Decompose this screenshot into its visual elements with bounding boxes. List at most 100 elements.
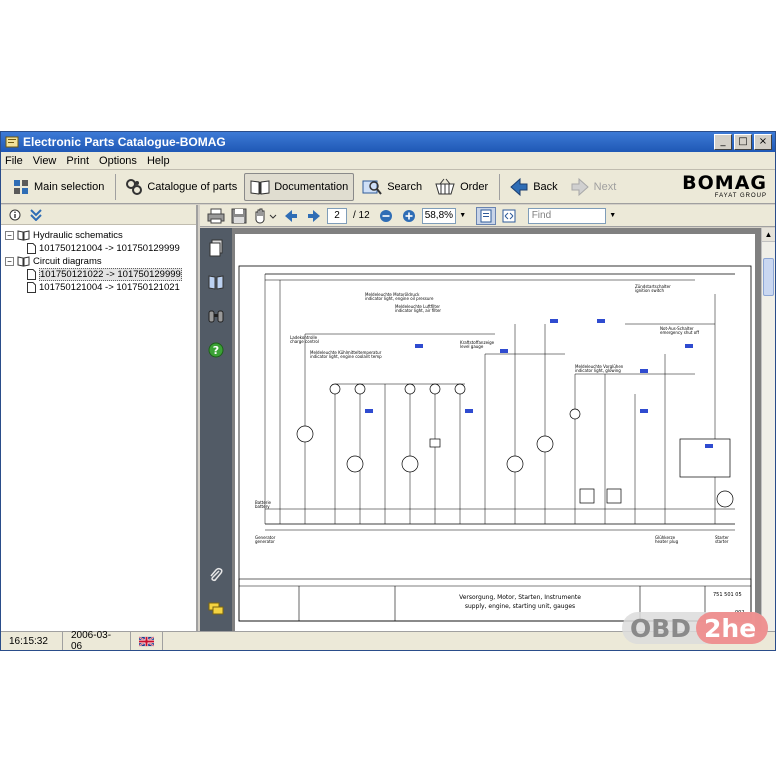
page-number-input[interactable]: 2 [327,207,347,224]
bookmarks-panel-button[interactable] [206,272,226,292]
zoom-in-button[interactable] [399,207,419,225]
help-icon: ? [208,342,224,358]
diagram-label: generator [255,539,275,544]
toolbar-separator [499,173,501,200]
find-input[interactable]: Find [527,207,606,224]
zoom-out-icon [379,209,392,222]
document-viewer: 2 / 12 58,8% ▼ Find ▼ [200,205,775,631]
menu-view[interactable]: View [32,154,57,167]
diagram-label: Meldeleuchte Motoröldruck [365,292,420,297]
menu-print[interactable]: Print [66,154,90,167]
next-label: Next [593,180,617,193]
next-button[interactable]: Next [565,173,622,201]
catalogue-button[interactable]: Catalogue of parts [120,173,242,201]
document-canvas[interactable]: Meldeleuchte Motoröldruck indicator ligh… [232,228,761,631]
tree-item-label: 101750121022 -> 101750129999 [39,268,182,281]
main-selection-button[interactable]: Main selection [7,173,109,201]
order-label: Order [460,180,489,193]
language-flag[interactable] [131,632,163,650]
tree-item-label: 101750121004 -> 101750121021 [39,282,180,293]
fit-width-button[interactable] [499,207,519,225]
app-icon [5,136,19,148]
arrow-left-icon [510,177,528,196]
fit-width-icon [502,209,516,222]
tree-item-hydraulic-1[interactable]: 101750121004 -> 101750129999 [5,242,192,255]
menu-file[interactable]: File [5,154,23,167]
watermark-text-a: OBD [630,614,691,643]
expand-all-icon[interactable] [29,208,43,221]
diagram-label: Not-Aus-Schalter [660,326,694,331]
brand-sub: FAYAT GROUP [714,193,767,199]
print-button[interactable] [206,207,226,225]
find-dropdown-icon[interactable]: ▼ [609,211,617,219]
document-tree: − Hydraulic schematics 101750121004 -> 1… [1,225,196,298]
diagram-label: Zündstartschalter [635,284,671,289]
diagram-label: indicator light, glowing [575,368,621,373]
info-icon[interactable] [9,209,21,221]
arrow-right-icon [308,209,320,222]
zoom-dropdown-icon[interactable]: ▼ [459,211,467,219]
tree-group-circuit[interactable]: − Circuit diagrams [5,255,192,268]
diagram-label: heater plug [655,539,679,544]
navigation-toolbar [1,205,196,225]
diagram-label: indicator light, air filter [395,308,441,313]
diagram-label: indicator light, engine oil pressure [365,296,434,301]
diagram-label: indicator light, engine coolant temp [310,354,382,359]
save-button[interactable] [229,207,249,225]
help-panel-button[interactable]: ? [206,340,226,360]
collapse-icon[interactable]: − [5,257,14,266]
zoom-level-input[interactable]: 58,8% [421,207,456,224]
fit-page-button[interactable] [475,206,496,225]
comments-button[interactable] [206,599,226,619]
diagram-label: charge control [290,339,319,344]
search-icon [362,180,382,195]
tree-group-hydraulic[interactable]: − Hydraulic schematics [5,229,192,242]
maximize-button[interactable]: □ [734,134,752,150]
pages-panel-button[interactable] [206,238,226,258]
diagram-label: Starter [715,535,729,540]
collapse-icon[interactable]: − [5,231,14,240]
search-button[interactable]: Search [356,173,427,201]
book-icon [17,230,30,241]
diagram-title-en: supply, engine, starting unit, gauges [465,603,575,610]
layers-panel-button[interactable] [206,306,226,326]
document-icon [27,269,36,280]
close-button[interactable]: × [754,134,772,150]
comments-icon [208,602,224,615]
scroll-up-icon[interactable]: ▲ [762,228,775,242]
zoom-out-button[interactable] [376,207,396,225]
shopping-basket-icon [435,178,455,194]
attachments-button[interactable] [206,565,226,585]
menu-help[interactable]: Help [146,154,170,167]
tree-item-circuit-2[interactable]: 101750121004 -> 101750121021 [5,281,192,294]
minimize-button[interactable]: _ [714,134,732,150]
diagram-label: Meldeleuchte Kühlmitteltemperatur [310,350,382,355]
pan-tool-button[interactable] [252,207,278,225]
tree-group-label: Hydraulic schematics [33,230,123,241]
viewer-side-strip: ? [200,228,232,631]
scroll-thumb[interactable] [763,258,774,296]
tree-item-label: 101750121004 -> 101750129999 [39,243,180,254]
search-label: Search [387,180,423,193]
main-toolbar: Main selection Catalogue of parts Docume… [1,170,775,204]
diagram-label: battery [255,504,270,509]
document-icon [27,243,36,254]
documentation-button[interactable]: Documentation [244,172,355,201]
status-bar: 16:15:32 2006-03-06 [1,630,775,652]
back-button[interactable]: Back [504,173,562,201]
order-button[interactable]: Order [429,173,493,201]
title-bar: Electronic Parts Catalogue-BOMAG _ □ × [1,132,775,152]
menu-options[interactable]: Options [99,154,137,167]
diagram-label: emergency shut off [660,330,699,335]
tree-item-circuit-1[interactable]: 101750121022 -> 101750129999 [5,268,192,281]
vertical-scrollbar[interactable]: ▲ [761,228,775,631]
previous-page-button[interactable] [281,207,301,225]
hand-icon [255,208,277,224]
diagram-title-de: Versorgung, Motor, Starten, Instrumente [459,594,581,601]
back-label: Back [533,180,558,193]
navigation-pane: − Hydraulic schematics 101750121004 -> 1… [1,205,198,631]
diagram-label: Generator [255,535,276,540]
diagram-label: Glühkerze [655,535,676,540]
next-page-button[interactable] [304,207,324,225]
catalogue-label: Catalogue of parts [147,180,238,193]
